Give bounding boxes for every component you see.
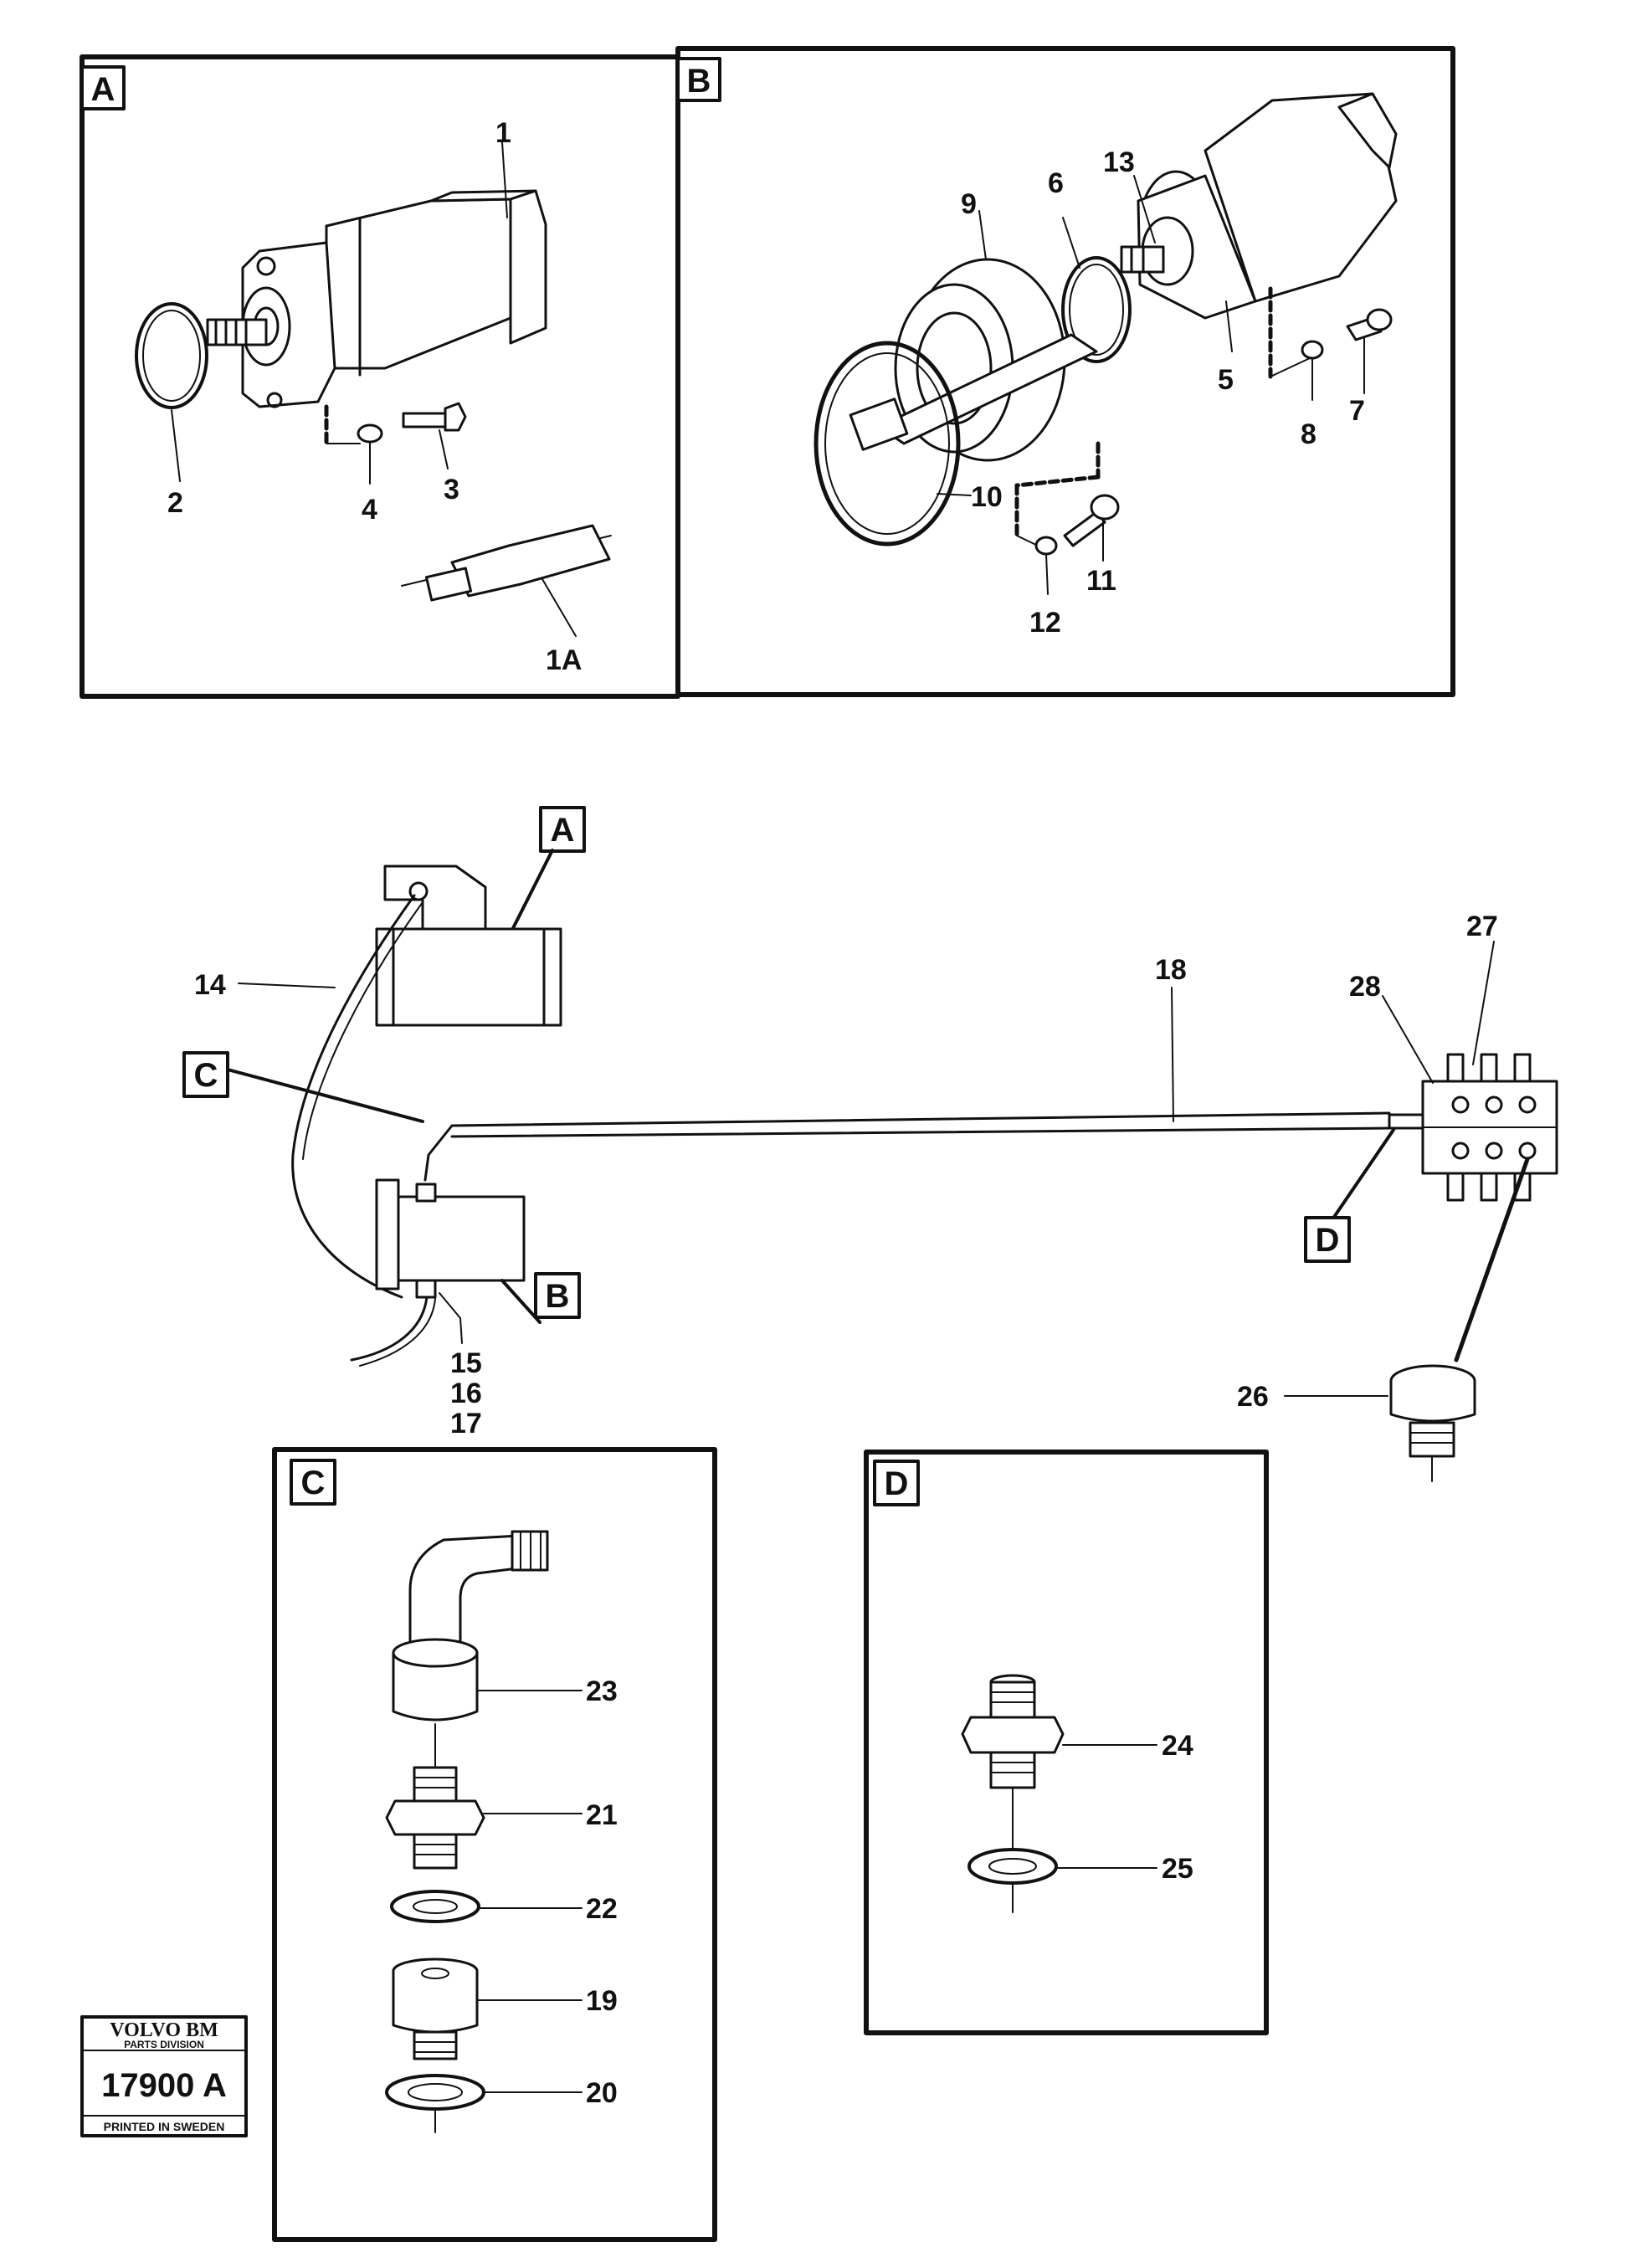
label-15: 15 — [450, 1347, 482, 1379]
panel-a-letter: A — [91, 71, 115, 108]
label-5: 5 — [1218, 364, 1234, 396]
panel-c: C — [272, 1447, 717, 2242]
label-25: 25 — [1162, 1853, 1193, 1885]
label-9: 9 — [961, 188, 977, 220]
label-6: 6 — [1048, 167, 1064, 199]
callout-d: D — [1316, 1222, 1340, 1259]
stamp-number: 17900 A — [101, 2067, 227, 2104]
label-16: 16 — [450, 1378, 482, 1409]
label-20: 20 — [586, 2077, 618, 2109]
pump-illustration — [135, 141, 612, 637]
label-22: 22 — [586, 1893, 618, 1925]
fittings-d-illustration — [961, 1674, 1157, 1913]
label-28: 28 — [1349, 971, 1381, 1003]
stamp-division: PARTS DIVISION — [124, 2039, 204, 2050]
label-21: 21 — [586, 1799, 618, 1831]
label-3: 3 — [444, 474, 459, 505]
label-1a: 1A — [546, 644, 582, 676]
label-18: 18 — [1155, 954, 1187, 986]
label-23: 23 — [586, 1675, 618, 1707]
panel-d: D 24 25 — [864, 1450, 1269, 2035]
label-27: 27 — [1466, 911, 1498, 942]
panel-c-letter: C — [301, 1465, 326, 1501]
panel-a: A — [80, 54, 680, 699]
fittings-c-illustration — [385, 1530, 583, 2133]
callout-b: B — [546, 1278, 570, 1315]
panel-b-letter: B — [687, 63, 711, 100]
callout-c: C — [194, 1057, 218, 1094]
label-14: 14 — [194, 969, 226, 1001]
callout-a: A — [551, 812, 575, 849]
label-8: 8 — [1301, 418, 1316, 450]
stamp-printed: PRINTED IN SWEDEN — [104, 2120, 225, 2133]
label-17: 17 — [450, 1408, 482, 1439]
panel-b: B — [675, 46, 1455, 697]
label-1: 1 — [495, 117, 511, 149]
label-7: 7 — [1349, 395, 1365, 427]
label-24: 24 — [1162, 1730, 1193, 1762]
label-12: 12 — [1029, 607, 1061, 639]
label-2: 2 — [167, 487, 183, 519]
stamp-brand: VOLVO BM — [110, 2019, 218, 2041]
label-19: 19 — [586, 1985, 618, 2017]
panel-d-letter: D — [885, 1465, 909, 1502]
volvo-bm-stamp: VOLVO BM PARTS DIVISION 17900 A PRINTED … — [80, 2015, 248, 2137]
label-11: 11 — [1086, 565, 1116, 597]
label-26: 26 — [1237, 1381, 1269, 1413]
overview-assembly: A 14 C B 15 16 17 — [182, 806, 1558, 1482]
label-10: 10 — [971, 481, 1003, 513]
label-13: 13 — [1103, 146, 1135, 178]
label-4: 4 — [362, 494, 377, 526]
motor-illustration — [814, 92, 1398, 595]
